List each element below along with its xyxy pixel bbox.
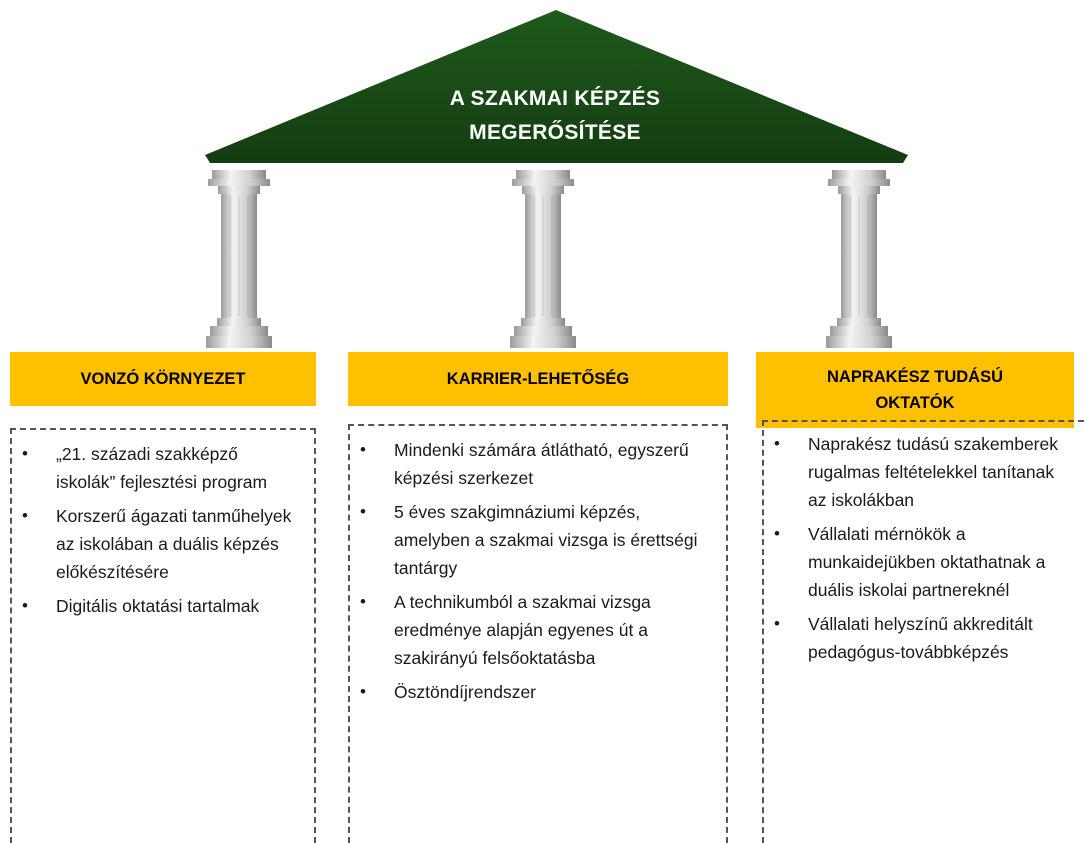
- roof: [205, 10, 908, 163]
- list-item: „21. századi szakképző iskolák” fejleszt…: [12, 440, 302, 496]
- pillar-middle: [510, 170, 576, 348]
- list-item: A technikumból a szakmai vizsga eredmény…: [350, 588, 712, 672]
- list-item: Ösztöndíjrendszer: [350, 678, 712, 706]
- header-vonzo-kornyezet: VONZÓ KÖRNYEZET: [10, 352, 316, 406]
- header-label: VONZÓ KÖRNYEZET: [80, 370, 246, 388]
- list-item: Digitális oktatási tartalmak: [12, 592, 302, 620]
- header-karrier-lehetoseg: KARRIER-LEHETŐSÉG: [348, 352, 728, 406]
- column-box-vonzo-kornyezet: „21. századi szakképző iskolák” fejleszt…: [10, 428, 316, 843]
- roof-title-line2: MEGERŐSÍTÉSE: [469, 121, 641, 144]
- column-box-naprakesz-oktatok: Naprakész tudású szakemberek rugalmas fe…: [762, 420, 1084, 843]
- bullet-list: Mindenki számára átlátható, egyszerű kép…: [350, 436, 712, 706]
- list-item: Mindenki számára átlátható, egyszerű kép…: [350, 436, 712, 492]
- list-item: Korszerű ágazati tanműhelyek az iskolába…: [12, 502, 302, 586]
- pillar-left: [206, 170, 272, 348]
- header-label-line1: NAPRAKÉSZ TUDÁSÚ: [826, 368, 1003, 386]
- header-label: KARRIER-LEHETŐSÉG: [446, 370, 630, 388]
- list-item: 5 éves szakgimnáziumi képzés, amelyben a…: [350, 498, 712, 582]
- pillar-right: [826, 170, 892, 348]
- header-naprakesz-oktatok: NAPRAKÉSZ TUDÁSÚ OKTATÓK: [756, 352, 1074, 428]
- list-item: Naprakész tudású szakemberek rugalmas fe…: [764, 430, 1074, 514]
- bullet-list: Naprakész tudású szakemberek rugalmas fe…: [764, 430, 1074, 666]
- column-box-karrier-lehetoseg: Mindenki számára átlátható, egyszerű kép…: [348, 424, 728, 843]
- list-item: Vállalati helyszínű akkreditált pedagógu…: [764, 610, 1074, 666]
- roof-title-line1: A SZAKMAI KÉPZÉS: [449, 87, 661, 110]
- header-label-line2: OKTATÓK: [875, 394, 955, 412]
- roof-title: A SZAKMAI KÉPZÉS MEGERŐSÍTÉSE: [380, 82, 730, 150]
- bullet-list: „21. századi szakképző iskolák” fejleszt…: [12, 440, 302, 620]
- list-item: Vállalati mérnökök a munkaidejükben okta…: [764, 520, 1074, 604]
